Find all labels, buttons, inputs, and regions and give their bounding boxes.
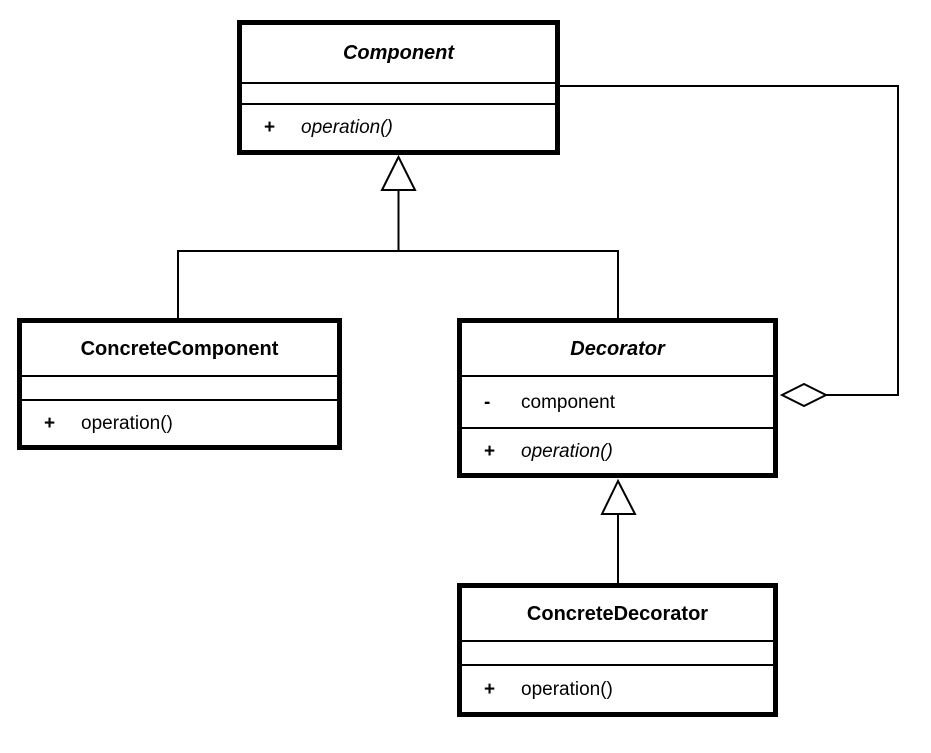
operations-compartment-decorator: + operation() bbox=[462, 427, 773, 473]
aggregation-diamond-icon bbox=[779, 382, 829, 408]
class-box-component: Component + operation() bbox=[237, 20, 560, 155]
class-name-concrete-decorator: ConcreteDecorator bbox=[526, 602, 709, 625]
attributes-compartment-decorator: - component bbox=[462, 375, 773, 427]
attributes-compartment-concrete-decorator bbox=[462, 640, 773, 664]
visibility-symbol: + bbox=[484, 440, 496, 462]
generalization-arrowhead-decorator-icon bbox=[600, 478, 637, 515]
operations-compartment-component: + operation() bbox=[242, 103, 555, 150]
operation-name: operation() bbox=[301, 117, 393, 138]
operation-row: + operation() bbox=[462, 442, 773, 461]
class-box-concrete-component: ConcreteComponent + operation() bbox=[17, 318, 342, 450]
attributes-compartment-concrete-component bbox=[22, 375, 337, 399]
generalization-arrowhead-component-icon bbox=[380, 154, 417, 191]
attributes-compartment-component bbox=[242, 82, 555, 103]
operations-compartment-concrete-component: + operation() bbox=[22, 399, 337, 445]
visibility-symbol: - bbox=[484, 391, 491, 413]
generalization-connector-component bbox=[177, 250, 619, 318]
operation-row: + operation() bbox=[462, 680, 773, 699]
operation-row: + operation() bbox=[242, 118, 555, 137]
visibility-symbol: + bbox=[264, 117, 276, 138]
class-name-concrete-component: ConcreteComponent bbox=[80, 337, 279, 360]
attribute-row: - component bbox=[462, 393, 773, 412]
operation-name: operation() bbox=[521, 440, 613, 462]
class-box-concrete-decorator: ConcreteDecorator + operation() bbox=[457, 583, 778, 717]
class-name-component: Component bbox=[342, 42, 455, 64]
operations-compartment-concrete-decorator: + operation() bbox=[462, 664, 773, 712]
class-name-decorator: Decorator bbox=[570, 337, 665, 360]
class-box-decorator: Decorator - component + operation() bbox=[457, 318, 778, 478]
operation-name: operation() bbox=[81, 412, 173, 434]
attribute-name: component bbox=[521, 391, 616, 413]
operation-name: operation() bbox=[521, 678, 613, 700]
operation-row: + operation() bbox=[22, 414, 337, 433]
visibility-symbol: + bbox=[484, 678, 496, 700]
visibility-symbol: + bbox=[44, 412, 56, 434]
